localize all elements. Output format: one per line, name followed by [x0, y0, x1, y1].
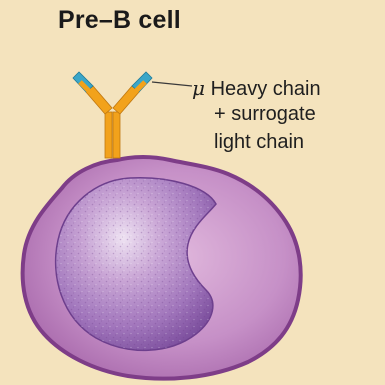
label-leader-line	[152, 82, 192, 86]
pre-b-cell-receptor	[73, 72, 152, 158]
receptor-label-line-1: μ Heavy chain	[192, 76, 321, 101]
receptor-label-line-3: light chain	[214, 131, 304, 154]
mu-symbol: μ	[192, 76, 205, 100]
diagram-title: Pre–B cell	[58, 6, 181, 35]
receptor-label-line-2: + surrogate	[214, 103, 316, 126]
heavy-chain-text: Heavy chain	[211, 78, 321, 100]
heavy-chain-stem-left	[105, 112, 112, 158]
heavy-chain-stem-right	[113, 112, 120, 158]
